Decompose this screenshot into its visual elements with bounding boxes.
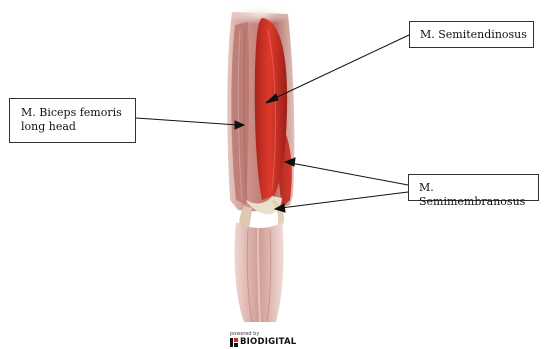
label-biceps-line2: long head bbox=[21, 120, 76, 133]
brand-name: BIODIGITAL bbox=[240, 337, 296, 347]
label-biceps-line1: M. Biceps femoris bbox=[21, 106, 122, 119]
arrow-semimembranosus-upper bbox=[285, 158, 408, 185]
label-semitendinosus-text: M. Semitendinosus bbox=[420, 28, 527, 41]
label-semimembranosus: M. Semimembranosus bbox=[408, 174, 539, 201]
biodigital-logo: powered by BIODIGITAL bbox=[228, 331, 296, 349]
lower-leg bbox=[234, 222, 283, 322]
label-semimembranosus-text: M. Semimembranosus bbox=[419, 181, 525, 208]
label-biceps-femoris: M. Biceps femoris long head bbox=[9, 98, 136, 143]
arrow-semimembranosus-lower bbox=[275, 192, 408, 212]
label-semitendinosus: M. Semitendinosus bbox=[409, 21, 534, 48]
biodigital-mark-icon bbox=[230, 338, 238, 347]
thigh-muscles bbox=[226, 4, 294, 211]
